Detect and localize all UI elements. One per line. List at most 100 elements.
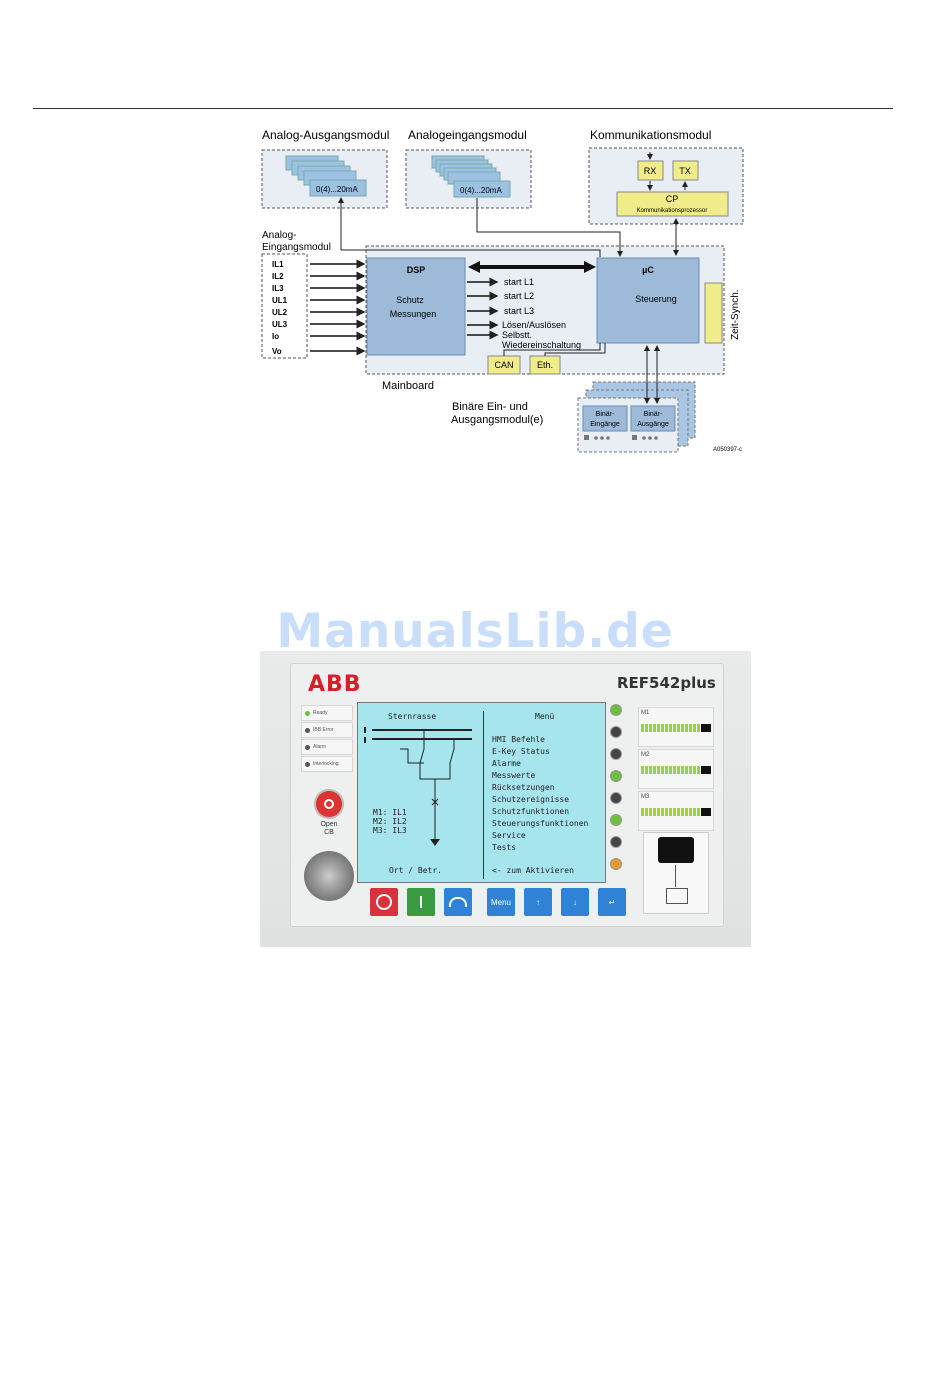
input-label: UL1 [272,296,288,305]
dsp-sub-1: Schutz [396,295,424,305]
meter-label: M2 [641,752,650,758]
lcd-divider [483,711,484,879]
signal-label: Lösen/Auslösen [502,320,566,330]
arrow-up-icon: ↑ [536,897,540,907]
input-label: IL2 [272,272,284,281]
open-cb-button[interactable] [316,791,342,817]
key-switch-knob[interactable] [304,851,354,901]
lcd-menu-item: Alarme [492,759,521,768]
rx-label: RX [644,166,657,176]
uc-sub-label: Steuerung [635,294,677,304]
binary-out-box [630,405,676,432]
input-label: IL1 [272,260,284,269]
lcd-title-right: Menü [535,712,555,721]
signal-label: start L2 [504,291,534,301]
meter-m1: M1 [638,707,714,747]
down-key[interactable]: ↓ [561,888,589,916]
meter-label: M1 [641,710,650,716]
watermark: ManualsLib.de [276,604,674,659]
input-label: Vo [272,347,282,356]
meter-bar [641,766,711,774]
up-key[interactable]: ↑ [524,888,552,916]
analog-out-title: Analog-Ausgangsmodul [262,128,389,142]
lcd-m-line: M1: IL1 [373,808,407,817]
rx-box [637,160,664,181]
analog-out-range: 0(4)...20mA [316,185,358,194]
led-icon [305,744,310,750]
cp-sub-label: Kommunikationsprozessor [637,208,708,214]
binary-out-1: Binär- [644,411,663,418]
open-cb-label: Open CB [312,821,346,837]
lcd-menu: HMI Befehle E-Key Status Alarme Messwert… [492,734,588,854]
figure-id: A050397-c [713,447,742,453]
led-label: IBB Error [313,727,334,733]
tx-box [672,160,699,181]
cp-label: CP [666,194,679,204]
menu-key-label: Menu [490,897,511,907]
input-label: Io [272,332,279,341]
lcd-footer-right: <- zum Aktivieren [492,866,574,875]
function-led [611,837,621,847]
tx-label: TX [679,166,691,176]
lcd-footer-left: Ort / Betr. [389,866,442,875]
signal-label: Wiedereinschaltung [502,340,581,350]
open-key[interactable] [370,888,398,916]
mainboard-label: Mainboard [382,380,434,392]
analog-in-range: 0(4)...20mA [460,186,502,195]
computer-icon [666,888,688,904]
brand-logo: ABB [308,672,362,697]
optical-port [643,832,709,914]
function-led [611,727,621,737]
block-diagram: Analog-Ausgangsmodul 0(4)...20mA Analoge… [261,128,744,453]
open-label-2: CB [324,829,334,836]
header-rule [33,108,893,109]
binary-in-box [582,405,628,432]
lcd-menu-item: Steuerungsfunktionen [492,819,589,828]
eth-label: Eth. [537,360,553,370]
led-ready: Ready [301,705,353,721]
binary-out-2: Ausgänge [637,421,669,428]
binary-title-1: Binäre Ein- und [452,401,528,413]
dsp-box [366,257,466,356]
led-label: Ready [313,710,328,716]
lcd-menu-item: Schutzereignisse [492,795,570,804]
lcd-measure-list: M1: IL1 M2: IL2 M3: IL3 [373,808,407,835]
lcd-menu-item: Schutzfunktionen [492,807,570,816]
analog-in-cards [431,155,511,198]
function-leds [611,705,625,881]
signal-label: Selbstt. [502,330,532,340]
arrow-down-icon: ↓ [573,897,577,907]
close-key[interactable] [407,888,435,916]
led-icon [305,727,310,733]
dsp-sub-2: Messungen [390,309,437,319]
lcd-menu-item: E-Key Status [492,747,550,756]
led-icon [305,761,310,767]
binary-in-1: Binär- [596,411,615,418]
input-label: IL3 [272,284,284,293]
bar-icon [420,896,422,908]
analog-input-module [261,253,308,359]
select-key[interactable] [444,888,472,916]
uc-box [596,257,700,344]
led-interlocking: Interlocking [301,756,353,772]
meter-m3: M3 [638,791,714,831]
analog-input-label-2: Eingangsmodul [262,242,331,253]
port-window [658,837,694,863]
analog-meters: M1 M2 M3 [638,707,714,833]
menu-key[interactable]: Menu [487,888,515,916]
uc-label: µC [642,265,654,275]
lcd-m-line: M3: IL3 [373,826,407,835]
enter-key[interactable]: ↵ [598,888,626,916]
model-label: REF542plus [617,674,716,692]
comm-title: Kommunikationsmodul [590,128,711,142]
time-sync-label: Zeit-Synch. [730,289,741,340]
input-label: UL3 [272,320,288,329]
led-icon [305,710,310,716]
led-ibb-error: IBB Error [301,722,353,738]
led-label: Interlocking [313,761,339,767]
binary-in-2: Eingänge [590,421,620,428]
input-label: UL2 [272,308,288,317]
meter-bar [641,808,711,816]
